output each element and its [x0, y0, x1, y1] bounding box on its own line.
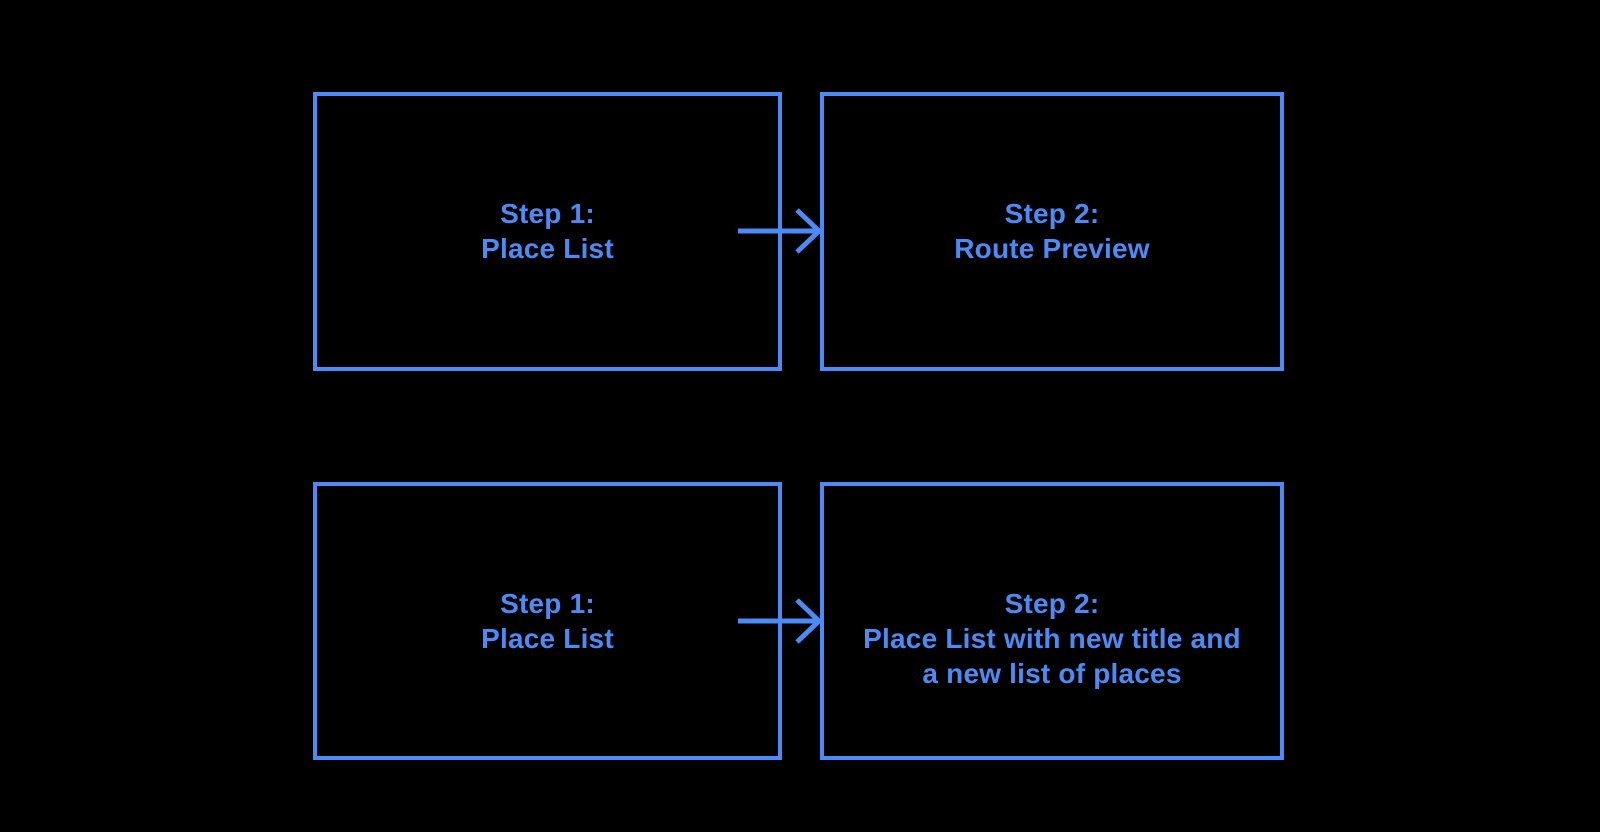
flow2-right-arrow-icon: [737, 595, 825, 647]
flow2-step2-box: Step 2: Place List with new title and a …: [820, 482, 1284, 760]
label-line: Step 2:: [1004, 198, 1100, 229]
label-line: Place List: [481, 623, 614, 654]
flow2-step2-label: Step 2: Place List with new title and a …: [824, 586, 1280, 691]
flow1-step1-label: Step 1: Place List: [317, 196, 778, 266]
flow1-step2-box: Step 2: Route Preview: [820, 92, 1284, 371]
label-line: Place List with new title and: [863, 623, 1241, 654]
flow1-right-arrow-icon: [737, 205, 825, 257]
label-line: a new list of places: [922, 658, 1182, 689]
flow2-step1-box: Step 1: Place List: [313, 482, 782, 760]
flow1-step2-label: Step 2: Route Preview: [824, 196, 1280, 266]
flow2-step1-label: Step 1: Place List: [317, 586, 778, 656]
label-line: Route Preview: [954, 233, 1150, 264]
label-line: Step 1:: [500, 588, 595, 619]
flow1-step1-box: Step 1: Place List: [313, 92, 782, 371]
label-line: Step 1:: [500, 198, 595, 229]
label-line: Place List: [481, 233, 614, 264]
label-line: Step 2:: [1004, 588, 1100, 619]
